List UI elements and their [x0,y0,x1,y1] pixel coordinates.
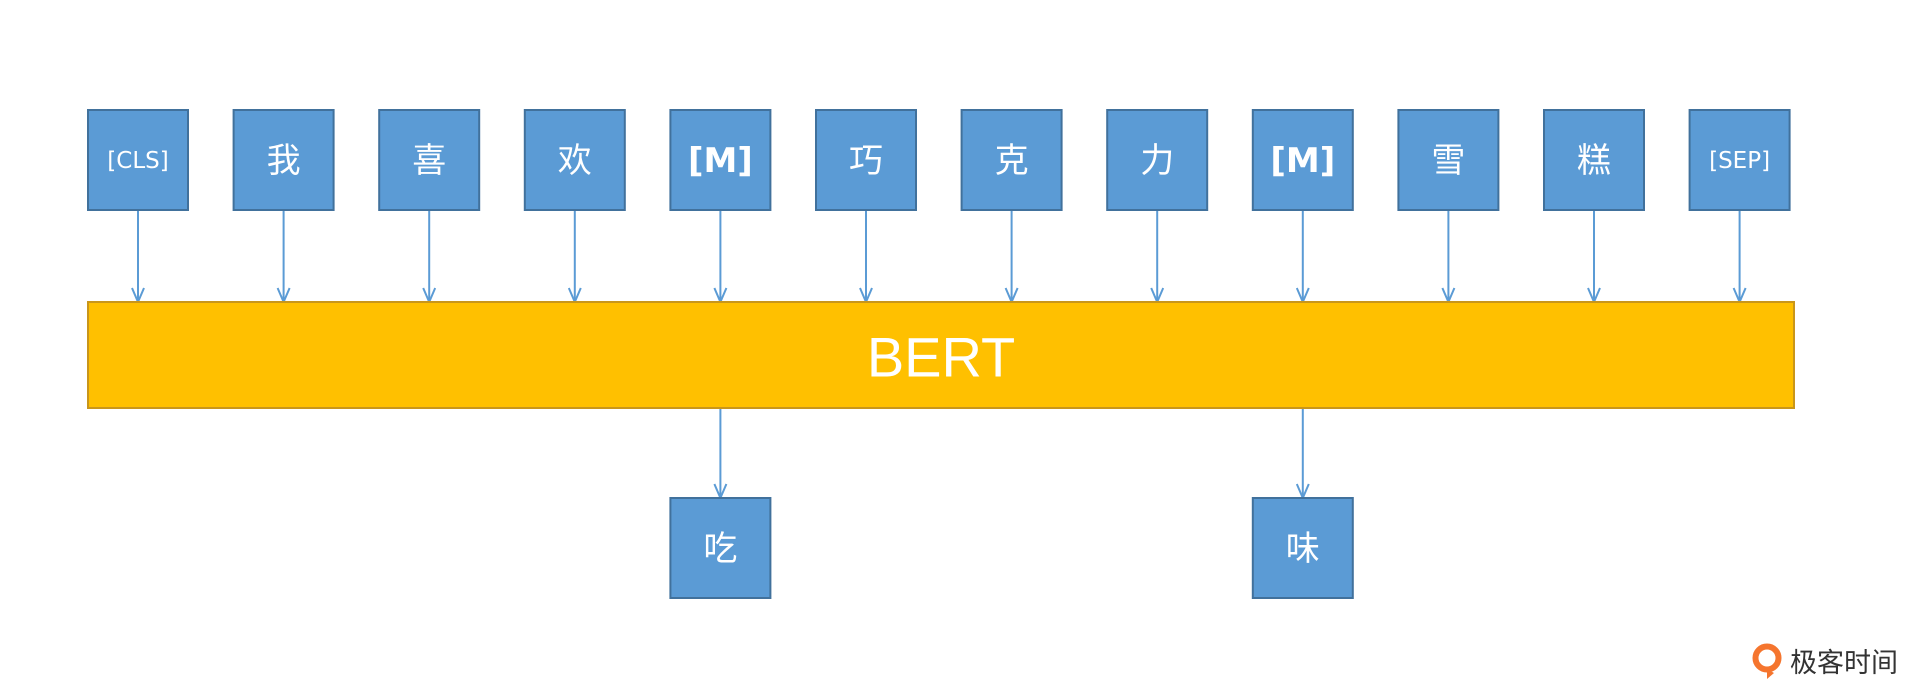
input-token-0: [CLS] [87,109,189,211]
input-token-2-label: 喜 [412,141,446,181]
input-token-8: [M] [1251,109,1354,211]
input-token-10-box [1543,109,1645,211]
input-token-3-label: 欢 [558,141,592,181]
prediction-token-0: 吃 [669,497,772,599]
input-token-9-label: 雪 [1431,141,1465,181]
input-token-0-label: [CLS] [107,148,168,174]
prediction-token-0-label: 吃 [703,529,737,569]
input-token-11-label: [SEP] [1709,148,1770,174]
prediction-token-1-box [1251,497,1354,599]
input-token-9-box [1397,109,1500,211]
input-token-7-box [1106,109,1209,211]
input-token-5: 巧 [815,109,917,211]
input-token-5-box [815,109,917,211]
input-token-7-label: 力 [1140,141,1174,181]
input-token-11-box [1688,109,1791,211]
input-token-7: 力 [1106,109,1209,211]
prediction-tokens-layer: 吃味 [669,497,1354,599]
prediction-token-1-label: 味 [1286,529,1320,569]
input-token-1-label: 我 [267,141,301,181]
input-token-10: 糕 [1543,109,1645,211]
input-token-3: 欢 [523,109,626,211]
input-token-11: [SEP] [1688,109,1791,211]
prediction-token-1: 味 [1251,497,1354,599]
input-token-4-box [669,109,772,211]
input-token-2: 喜 [378,109,481,211]
input-token-0-box [87,109,189,211]
bert-model-box [87,301,1795,409]
input-token-3-box [523,109,626,211]
input-token-4-label: [M] [688,141,753,181]
input-token-5-label: 巧 [849,141,883,181]
prediction-token-0-box [669,497,772,599]
input-token-1-box [232,109,335,211]
input-tokens-layer: [CLS] 我 喜 欢 [M] 巧 克 力 [M] 雪 糕 [SEP] [87,109,1791,211]
input-token-8-label: [M] [1270,141,1335,181]
input-token-10-label: 糕 [1577,141,1611,181]
arrows-layer [131,210,1747,501]
geektime-logo-icon [1752,643,1782,679]
brand-watermark: 极客时间 [1750,641,1898,680]
input-token-9: 雪 [1397,109,1500,211]
input-token-6-label: 克 [995,141,1029,181]
input-token-1: 我 [232,109,335,211]
model-layer: BERT [87,301,1795,409]
input-token-2-box [378,109,481,211]
input-token-6: 克 [960,109,1063,211]
brand-name: 极客时间 [1790,648,1898,679]
input-token-8-box [1251,109,1354,211]
input-token-6-box [960,109,1063,211]
input-token-4: [M] [669,109,772,211]
bert-model-label: BERT [867,326,1015,389]
